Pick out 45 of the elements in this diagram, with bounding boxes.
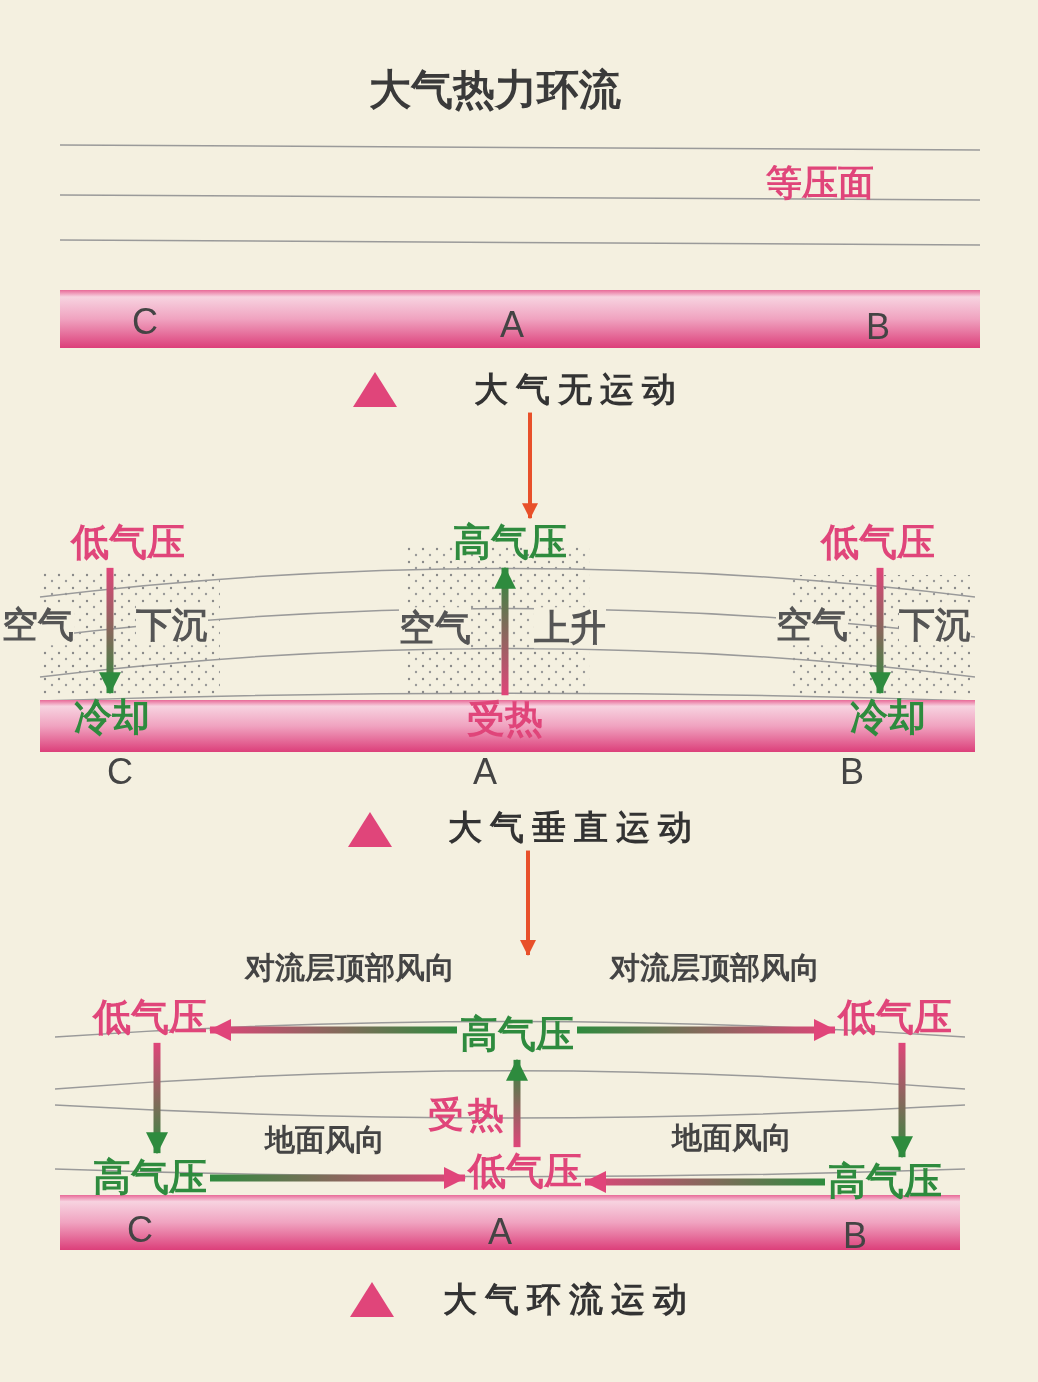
- arrow: [891, 1042, 913, 1159]
- arrow: [584, 1171, 825, 1193]
- point-label: B: [843, 1215, 867, 1257]
- caption-text: 大气垂直运动: [440, 808, 700, 848]
- pressure-label: 高气压: [828, 1160, 942, 1204]
- point-label: B: [840, 751, 864, 793]
- pressure-label: 低气压: [71, 521, 185, 565]
- surface-label: 冷却: [74, 696, 150, 740]
- pressure-label: 低气压: [93, 996, 207, 1040]
- point-label: C: [132, 301, 158, 343]
- pressure-label: 高气压: [93, 1156, 207, 1200]
- arrow: [522, 412, 538, 520]
- surface-label: 受热: [467, 698, 543, 742]
- isobar-label: 等压面: [766, 162, 874, 204]
- air-motion-label: 空气: [776, 604, 848, 646]
- arrow: [209, 1019, 457, 1041]
- point-label: A: [500, 304, 524, 346]
- surface-label: 冷却: [850, 696, 926, 740]
- caption-text: 大气无运动: [466, 370, 684, 410]
- point-label: A: [488, 1211, 512, 1253]
- arrow: [210, 1167, 466, 1189]
- pressure-label: 低气压: [838, 996, 952, 1040]
- point-label: C: [127, 1209, 153, 1251]
- air-motion-label: 上升: [534, 607, 606, 649]
- air-motion-label: 空气: [2, 604, 74, 646]
- arrow: [494, 566, 516, 696]
- arrow: [869, 567, 891, 695]
- surface-label: 受热: [427, 1094, 508, 1136]
- point-label: A: [473, 751, 497, 793]
- pressure-label: 高气压: [460, 1013, 574, 1057]
- air-motion-label: 下沉: [899, 604, 971, 646]
- point-label: C: [107, 751, 133, 793]
- arrow: [146, 1042, 168, 1155]
- air-motion-label: 下沉: [136, 604, 208, 646]
- pressure-label: 高气压: [453, 521, 567, 565]
- pressure-label: 低气压: [821, 521, 935, 565]
- caption-text: 大气环流运动: [442, 1280, 695, 1320]
- arrow: [506, 1058, 528, 1148]
- point-label: B: [866, 306, 890, 348]
- pressure-label: 低气压: [468, 1150, 582, 1194]
- title: 大气热力环流: [369, 65, 621, 115]
- arrow: [577, 1019, 836, 1041]
- air-motion-label: 空气: [399, 607, 471, 649]
- arrow: [99, 567, 121, 695]
- arrow: [520, 850, 536, 956]
